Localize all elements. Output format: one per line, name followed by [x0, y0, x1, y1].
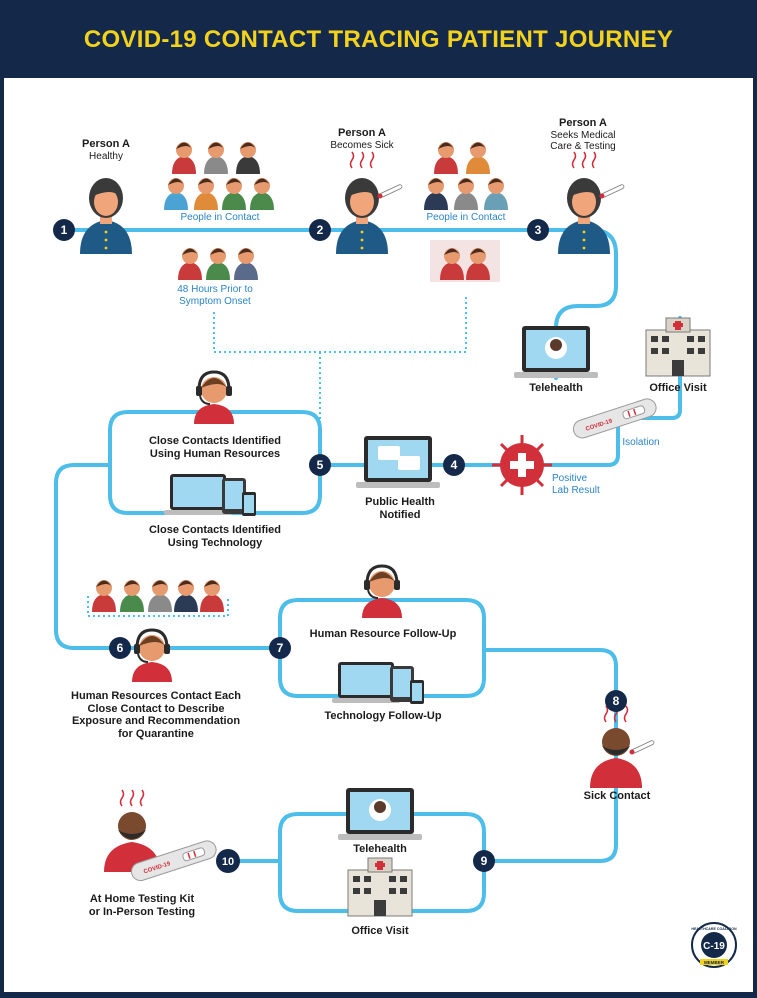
step-marker-9: 9 — [473, 850, 495, 872]
telehealth-label: Telehealth — [529, 382, 583, 394]
step-marker-4: 4 — [443, 454, 465, 476]
svg-text:8: 8 — [613, 694, 620, 708]
hospital-icon — [645, 317, 711, 377]
svg-text:4: 4 — [451, 458, 458, 472]
people-group-icon — [178, 248, 258, 280]
svg-text:5: 5 — [317, 458, 324, 472]
devices-icon — [332, 662, 424, 704]
svg-text:C-19: C-19 — [703, 941, 725, 952]
test-kit-icon: COVID-19 — [131, 840, 217, 882]
page-title: COVID-19 CONTACT TRACING PATIENT JOURNEY — [83, 26, 674, 53]
thermometer-icon — [599, 183, 626, 199]
svg-text:MEMBER: MEMBER — [704, 960, 725, 965]
chat-bubble-icon — [398, 456, 420, 470]
step-marker-10: 10 — [216, 849, 240, 873]
people-group-icon — [92, 580, 224, 612]
hospital-icon — [347, 857, 413, 917]
test-kit-icon: COVID-19 — [572, 398, 657, 439]
people-group-icon — [164, 142, 274, 210]
svg-text:7: 7 — [277, 641, 284, 655]
isolation-label: Isolation — [622, 437, 660, 448]
thermometer-icon — [629, 739, 656, 755]
virus-icon — [492, 435, 552, 495]
step-markers: 1 2 3 4 5 6 7 8 9 10 — [53, 219, 627, 873]
step-marker-7: 7 — [269, 637, 291, 659]
step-marker-6: 6 — [109, 637, 131, 659]
step-marker-8: 8 — [605, 690, 627, 712]
fever-heat-icon — [349, 151, 375, 169]
people-group-icon — [430, 240, 500, 282]
fever-heat-icon — [119, 789, 145, 807]
person-a-seeks-care-icon — [558, 178, 610, 254]
tech-followup-label: Technology Follow-Up — [324, 710, 442, 722]
sick-contact-icon — [590, 728, 642, 788]
headset-agent-icon — [130, 628, 174, 684]
telehealth-label: Telehealth — [353, 843, 407, 855]
svg-text:HEALTHCARE COALITION: HEALTHCARE COALITION — [691, 927, 737, 931]
hr-followup-label: Human Resource Follow-Up — [309, 628, 457, 640]
office-visit-label: Office Visit — [649, 382, 707, 394]
svg-text:10: 10 — [222, 856, 234, 868]
coalition-badge-icon: C-19 HEALTHCARE COALITION MEMBER — [691, 922, 737, 968]
svg-text:1: 1 — [61, 223, 68, 237]
svg-text:9: 9 — [481, 854, 488, 868]
step-marker-3: 3 — [527, 219, 549, 241]
person-a-sick-icon — [336, 178, 388, 254]
step-marker-2: 2 — [309, 219, 331, 241]
svg-text:3: 3 — [535, 223, 542, 237]
dotted-connectors — [87, 296, 467, 617]
fever-heat-icon — [571, 151, 597, 169]
line-top — [62, 228, 618, 380]
thermometer-icon — [377, 183, 404, 199]
loop-identify — [108, 410, 322, 515]
people-in-contact-label: People in Contact — [180, 212, 260, 223]
line-to-6 — [54, 463, 282, 650]
svg-text:6: 6 — [117, 641, 124, 655]
step-marker-1: 1 — [53, 219, 75, 241]
office-visit-label: Office Visit — [351, 925, 409, 937]
header-bar — [0, 0, 757, 78]
chat-bubble-icon — [378, 446, 400, 460]
people-in-contact-label: People in Contact — [426, 212, 506, 223]
person-a-healthy-icon — [80, 178, 132, 254]
svg-text:2: 2 — [317, 223, 324, 237]
devices-icon — [164, 474, 256, 516]
people-group-icon — [424, 142, 508, 210]
line-to-9 — [482, 648, 618, 863]
headset-agent-icon — [360, 564, 404, 620]
headset-agent-icon — [192, 370, 236, 426]
sick-contact-label: Sick Contact — [583, 790, 651, 802]
step-marker-5: 5 — [309, 454, 331, 476]
